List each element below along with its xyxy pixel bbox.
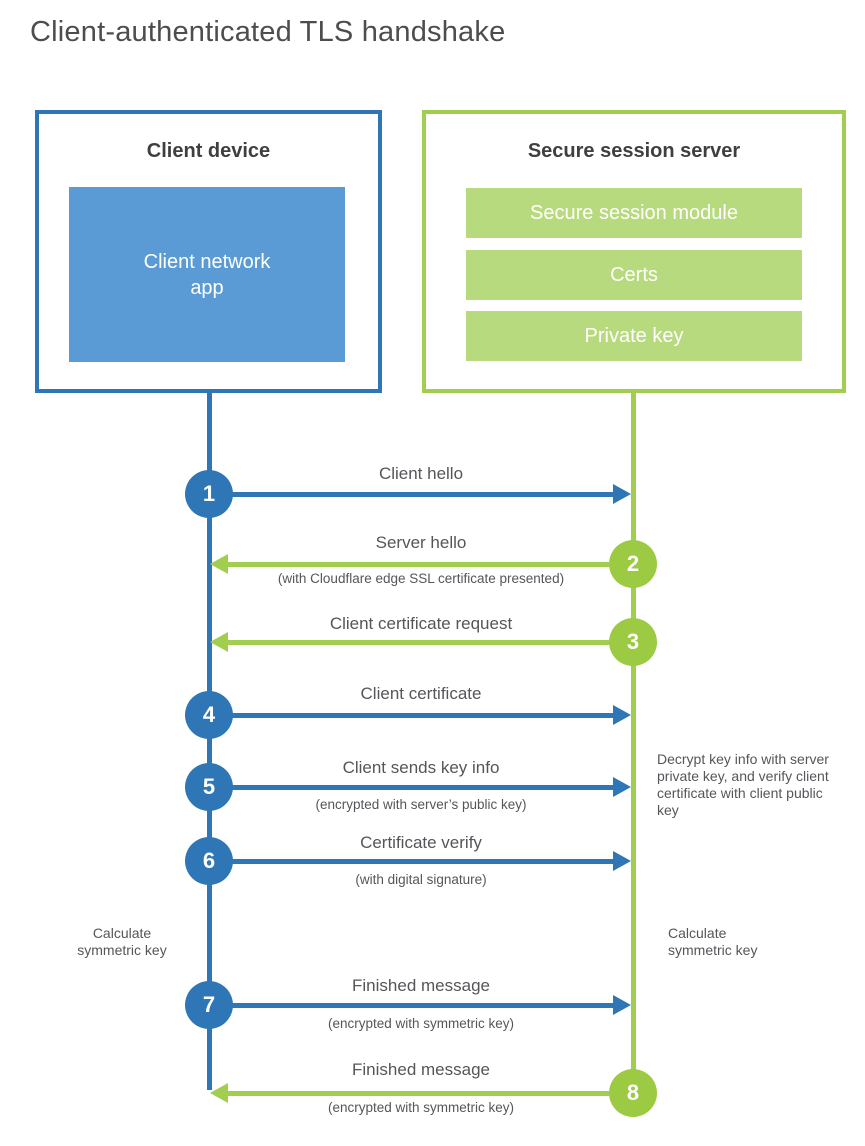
step-5-circle: 5 xyxy=(185,763,233,811)
step-2-circle: 2 xyxy=(609,540,657,588)
step-8-arrow xyxy=(210,1083,609,1103)
step-6-circle: 6 xyxy=(185,837,233,885)
client-network-app-label: Client network app xyxy=(143,250,271,299)
step-8-sublabel: (encrypted with symmetric key) xyxy=(327,1100,515,1115)
step-6-arrow xyxy=(232,851,631,871)
step-4-label: Client certificate xyxy=(360,684,482,703)
client-device-title: Client device xyxy=(146,140,271,162)
page-title: Client-authenticated TLS handshake xyxy=(30,16,506,48)
step-2-label: Server hello xyxy=(375,533,467,552)
step-3-label: Client certificate request xyxy=(329,614,513,633)
step-7-sublabel: (encrypted with symmetric key) xyxy=(327,1016,515,1031)
step-7-circle: 7 xyxy=(185,981,233,1029)
client-network-app-box: Client network app xyxy=(69,187,345,362)
step-6-label: Certificate verify xyxy=(360,833,482,852)
server-module-bar: Certs xyxy=(466,250,802,300)
client-lifeline xyxy=(207,391,212,1090)
server-lifeline xyxy=(631,391,636,1093)
server-module-bar: Private key xyxy=(466,311,802,361)
step-4-circle: 4 xyxy=(185,691,233,739)
step-2-sublabel: (with Cloudflare edge SSL certificate pr… xyxy=(277,571,565,586)
step-7-arrow xyxy=(232,995,631,1015)
step-3-circle: 3 xyxy=(609,618,657,666)
client-device-box: Client device Client network app xyxy=(35,110,382,393)
step-1-circle: 1 xyxy=(185,470,233,518)
step-7-label: Finished message xyxy=(352,976,490,995)
step-2-arrow xyxy=(210,554,609,574)
calculate-symmetric-key-note-client: Calculate symmetric key xyxy=(77,925,167,958)
step-3-arrow xyxy=(210,632,609,652)
step-6-sublabel: (with digital signature) xyxy=(355,872,487,887)
step-4-arrow xyxy=(232,705,631,725)
server-module-bar: Secure session module xyxy=(466,188,802,238)
step-8-circle: 8 xyxy=(609,1069,657,1117)
calculate-symmetric-key-note-server: Calculate symmetric key xyxy=(668,925,758,958)
decrypt-key-note: Decrypt key info with server private key… xyxy=(657,751,829,818)
step-5-label: Client sends key info xyxy=(342,758,500,777)
step-1-arrow xyxy=(232,484,631,504)
step-1-label: Client hello xyxy=(378,464,464,483)
step-5-sublabel: (encrypted with server’s public key) xyxy=(315,797,527,812)
step-5-arrow xyxy=(232,777,631,797)
secure-session-server-box: Secure session server Secure session mod… xyxy=(422,110,846,393)
step-8-label: Finished message xyxy=(352,1060,490,1079)
secure-session-server-title: Secure session server xyxy=(527,140,741,162)
